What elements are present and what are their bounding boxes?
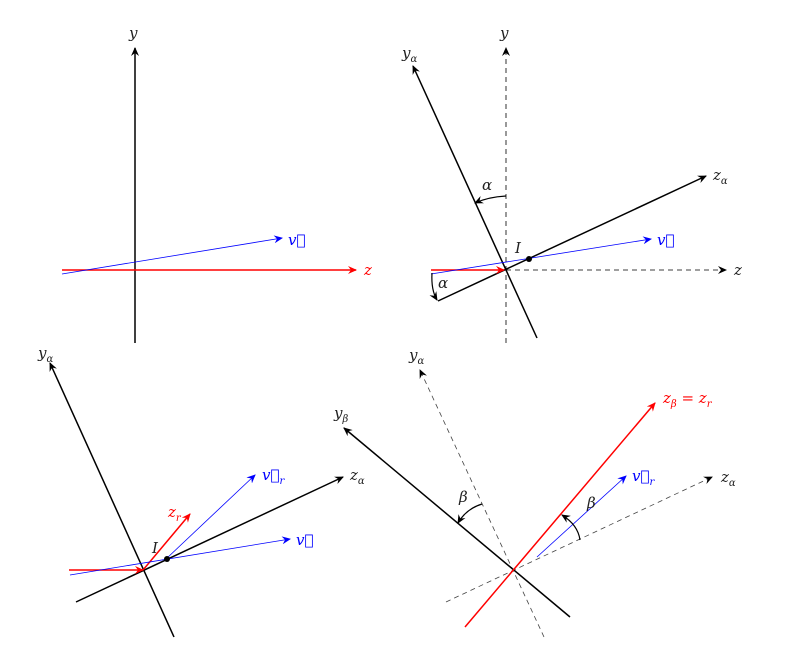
z-label: z <box>363 261 372 279</box>
alpha-arc-top <box>474 195 507 204</box>
point-I <box>526 256 532 262</box>
beta-angle-label-right: β <box>586 494 596 512</box>
y-label: y <box>128 24 138 42</box>
z-beta-axis <box>464 402 656 628</box>
y-beta-axis <box>343 427 571 618</box>
v-vector <box>430 236 652 275</box>
panel-2: y yα zα z v⃗ I α α <box>401 24 742 343</box>
alpha-angle-label-bottom: α <box>438 274 448 292</box>
y-alpha-label: yα <box>408 346 424 367</box>
v-r-vector <box>536 475 627 558</box>
v-label: v⃗ <box>288 231 305 249</box>
y-alpha-axis <box>49 362 175 638</box>
y-label: y <box>499 24 509 42</box>
z-beta-equals-z-r-label: zβ = zr <box>662 389 713 410</box>
v-label: v⃗ <box>296 531 313 549</box>
z-alpha-axis <box>75 476 344 603</box>
panel-4: yα yβ zβ = zr v⃗r zα β β <box>333 346 736 638</box>
beta-arc-top <box>457 503 483 524</box>
v-label: v⃗ <box>657 231 674 249</box>
y-beta-label: yβ <box>333 404 348 425</box>
z-r-arrow <box>142 513 191 571</box>
y-alpha-label: yα <box>37 344 53 365</box>
z-alpha-axis-dashed <box>445 476 713 603</box>
panel-3: yα zα zr v⃗r v⃗ I <box>37 344 365 638</box>
z-alpha-label: zα <box>712 166 728 187</box>
v-vector <box>61 235 283 275</box>
v-r-label: v⃗r <box>262 466 285 487</box>
I-label: I <box>151 539 159 557</box>
beta-angle-label-top: β <box>458 488 468 506</box>
z-r-label: zr <box>167 503 182 524</box>
z-alpha-label: zα <box>720 468 736 489</box>
z-alpha-label: zα <box>349 466 365 487</box>
panel-1: y z v⃗ <box>61 24 372 343</box>
alpha-angle-label-top: α <box>482 176 492 194</box>
y-alpha-axis <box>412 65 538 339</box>
I-label: I <box>514 239 522 257</box>
v-vector <box>69 536 291 576</box>
alpha-arc-bottom <box>429 272 438 301</box>
z-alpha-axis <box>437 175 707 302</box>
z-label: z <box>733 261 742 279</box>
v-r-vector <box>165 474 256 560</box>
v-r-label: v⃗r <box>632 467 655 488</box>
y-alpha-label: yα <box>401 44 417 65</box>
point-I <box>164 556 170 562</box>
beta-arc-right <box>561 514 581 541</box>
y-alpha-axis-dashed <box>419 369 545 638</box>
